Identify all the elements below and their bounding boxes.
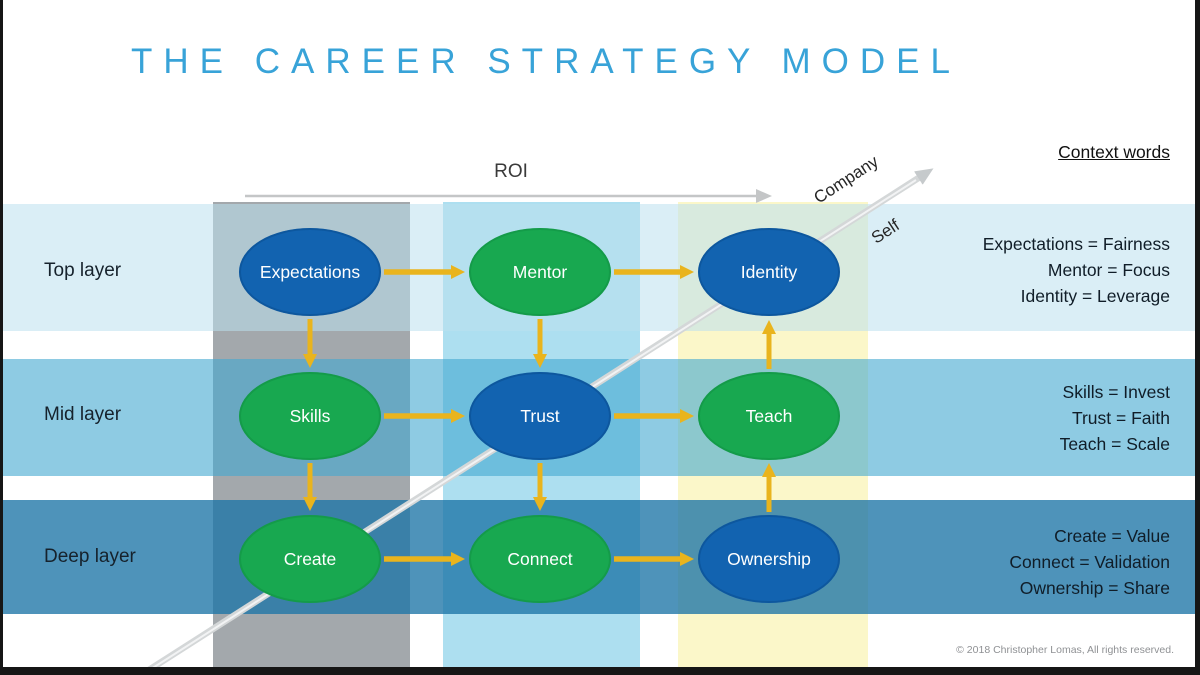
node-label: Identity [740, 261, 798, 282]
node-label: Connect [507, 548, 573, 569]
context-line: Identity = Leverage [1020, 286, 1170, 306]
frame-edge-right [1195, 0, 1200, 675]
node-create: Create [239, 515, 381, 603]
roi-axis-label: ROI [494, 161, 528, 182]
copyright-notice: © 2018 Christopher Lomas, All rights res… [956, 644, 1174, 656]
node-connect: Connect [469, 515, 611, 603]
context-group-mid-layer: Skills = Invest Trust = Faith Teach = Sc… [1060, 379, 1170, 457]
node-label: Teach [745, 405, 793, 426]
node-label: Expectations [259, 261, 361, 282]
context-words-heading: Context words [1058, 142, 1170, 162]
node-ownership: Ownership [698, 515, 840, 603]
context-line: Teach = Scale [1059, 434, 1170, 454]
context-line: Connect = Validation [1009, 552, 1170, 572]
node-label: Mentor [512, 261, 568, 282]
context-line: Expectations = Fairness [982, 234, 1170, 254]
frame-edge-bottom [0, 667, 1200, 675]
context-line: Create = Value [1054, 526, 1170, 546]
frame-edge-left [0, 0, 3, 675]
node-teach: Teach [698, 372, 840, 460]
layer-label-top: Top layer [44, 260, 122, 281]
node-skills: Skills [239, 372, 381, 460]
context-line: Skills = Invest [1062, 382, 1170, 402]
layer-label-deep: Deep layer [44, 546, 136, 567]
node-identity: Identity [698, 228, 840, 316]
node-label: Trust [520, 405, 560, 426]
layer-label-mid: Mid layer [44, 404, 122, 425]
context-line: Mentor = Focus [1047, 260, 1170, 280]
context-line: Trust = Faith [1071, 408, 1170, 428]
node-trust: Trust [469, 372, 611, 460]
context-group-deep-layer: Create = Value Connect = Validation Owne… [1009, 523, 1170, 601]
node-mentor: Mentor [469, 228, 611, 316]
context-line: Ownership = Share [1019, 578, 1170, 598]
node-label: Skills [289, 405, 331, 426]
node-label: Ownership [727, 548, 811, 569]
context-group-top-layer: Expectations = Fairness Mentor = Focus I… [983, 231, 1170, 309]
node-expectations: Expectations [239, 228, 381, 316]
node-label: Create [283, 548, 337, 569]
page-title: THE CAREER STRATEGY MODEL [131, 42, 961, 81]
